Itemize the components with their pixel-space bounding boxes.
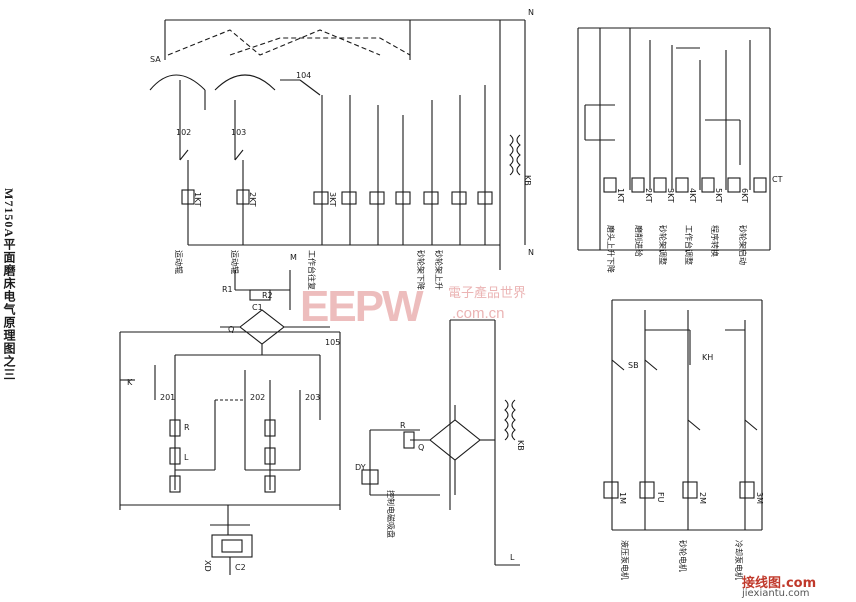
- label-102: 102: [176, 128, 191, 137]
- label-kb2: KB: [516, 440, 525, 451]
- label-r1: R1: [222, 285, 233, 294]
- label-dy: DY: [355, 463, 366, 472]
- label-sb: SB: [628, 361, 639, 370]
- corner-url: jiexiantu.com: [742, 588, 810, 599]
- diagram-title: M7150A平面磨床电气原理图之三: [2, 188, 16, 381]
- label-203: 203: [305, 393, 320, 402]
- label-n2: N: [528, 248, 534, 257]
- label-rt-4kt: 4KT: [688, 188, 697, 203]
- label-m: M: [290, 253, 297, 262]
- label-2m: 2M: [698, 492, 707, 504]
- label-rt-3kt: 3KT: [666, 188, 675, 203]
- transformer-top: [500, 19, 526, 245]
- label-rt-5kt: 5KT: [714, 188, 723, 203]
- caption-rt-2: 磨削进给: [634, 225, 644, 257]
- label-rt-2kt: 2KT: [644, 188, 653, 203]
- label-l2: L: [510, 553, 515, 562]
- caption-chuck: 控制电磁吸盘: [386, 490, 396, 538]
- relay-ladder: [119, 331, 341, 510]
- label-rel3: 3KT: [328, 192, 337, 207]
- caption-3: 工作台往复: [307, 250, 317, 290]
- label-rel2: 2KT: [248, 192, 257, 207]
- label-c1: C1: [252, 303, 263, 312]
- label-rt-1kt: 1KT: [616, 188, 625, 203]
- label-1m: 1M: [618, 492, 627, 504]
- caption-rb-1: 液压泵电机: [620, 540, 630, 580]
- label-kh: KH: [702, 353, 713, 362]
- label-r3: R: [400, 421, 406, 430]
- label-201: 201: [160, 393, 175, 402]
- label-rt-6kt: 6KT: [740, 188, 749, 203]
- caption-5: 砂轮架上升: [434, 250, 444, 290]
- right-top-bank: [577, 27, 771, 251]
- rectifier-bridge: [220, 270, 330, 355]
- label-q2: Q: [418, 443, 424, 452]
- label-105: 105: [325, 338, 340, 347]
- label-sa: SA: [150, 55, 161, 64]
- label-xd: XD: [203, 560, 212, 572]
- label-kb: KB: [523, 175, 532, 186]
- label-n1: N: [528, 8, 534, 17]
- caption-rb-2: 砂轮电机: [678, 540, 688, 572]
- label-r: R: [184, 423, 190, 432]
- caption-rt-6: 砂轮架启动: [738, 225, 748, 265]
- label-103: 103: [231, 128, 246, 137]
- label-104: 104: [296, 71, 311, 80]
- corner-logo: 接线图.com: [742, 576, 817, 591]
- watermark-url: .com.cn: [452, 305, 505, 322]
- watermark-subtitle: 電子產品世界: [448, 286, 527, 301]
- electromagnet: [210, 505, 253, 575]
- caption-2: 运动辊: [230, 250, 240, 274]
- caption-rb-3: 冷却泵电机: [734, 540, 744, 580]
- caption-rt-1: 磨头上升下降: [606, 225, 616, 273]
- watermark-logo: EEPW: [300, 282, 424, 331]
- label-k: K: [127, 378, 133, 387]
- label-l: L: [184, 453, 189, 462]
- label-fu: FU: [656, 492, 665, 503]
- caption-4: 砂轮架下降: [416, 250, 426, 290]
- label-ct: CT: [772, 175, 783, 184]
- label-r2: R2: [262, 291, 273, 300]
- label-q: Q: [228, 325, 234, 334]
- caption-rt-3: 砂轮架调整: [658, 225, 668, 265]
- label-rel1: 1KT: [193, 192, 202, 207]
- caption-rt-4: 工作台调整: [684, 225, 694, 265]
- chuck-control: [361, 319, 520, 566]
- switch-bank: [149, 19, 501, 270]
- caption-rt-5: 程序转换: [710, 225, 720, 257]
- label-3m: 3M: [755, 492, 764, 504]
- caption-1: 运动辊: [174, 250, 184, 274]
- label-202: 202: [250, 393, 265, 402]
- relay-columns: [179, 85, 500, 246]
- label-c2: C2: [235, 563, 246, 572]
- right-bottom-bank: [603, 299, 763, 531]
